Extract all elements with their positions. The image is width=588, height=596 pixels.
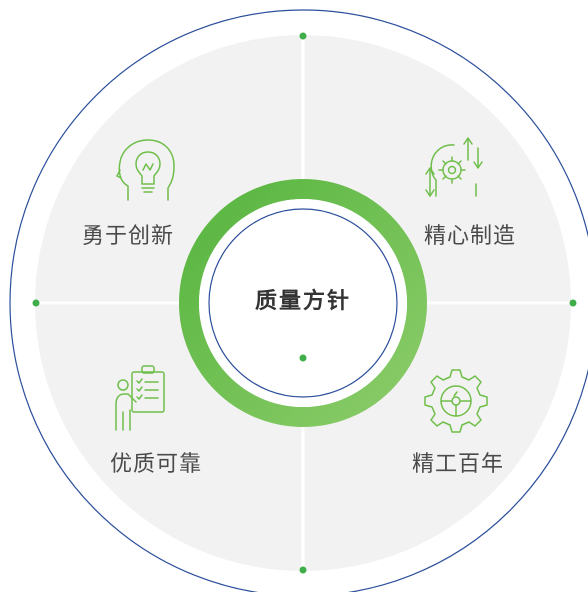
top-dot <box>299 32 307 40</box>
outer-ring <box>9 9 588 596</box>
bottom-dot <box>299 566 307 574</box>
right-dot <box>569 299 577 307</box>
center-disk <box>199 199 407 407</box>
inner-ring <box>208 208 398 398</box>
quadrant-label-innovation: 勇于创新 <box>81 224 175 249</box>
clipboard-checklist-icon <box>115 365 165 431</box>
lightbulb-head-icon <box>116 139 175 201</box>
left-dot <box>32 299 40 307</box>
center-dot <box>299 354 307 362</box>
center-title: 质量方针 <box>254 289 352 314</box>
quadrant-label-manufacturing: 精心制造 <box>423 224 517 249</box>
quadrant-label-reliability: 优质可靠 <box>109 452 203 477</box>
gear-head-arrows-icon <box>425 137 483 197</box>
quadrant-label-craftsmanship: 精工百年 <box>411 452 505 477</box>
gear-steering-wheel-icon <box>424 369 488 433</box>
center-green-ring <box>179 179 427 427</box>
